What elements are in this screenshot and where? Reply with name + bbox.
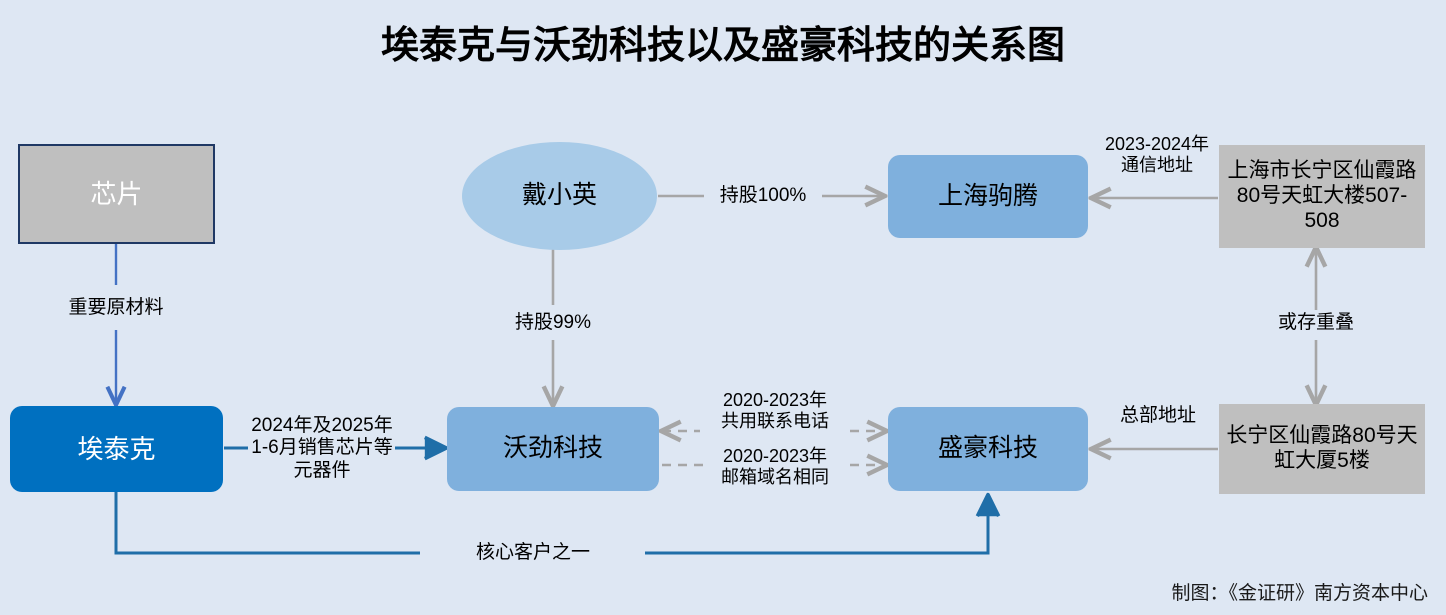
edge-label-wojin-shenghao-email: 2020-2023年 邮箱域名相同 bbox=[721, 446, 829, 488]
edge-label-addresstop-to-juteng: 2023-2024年 通信地址 bbox=[1104, 134, 1210, 176]
node-shanghaijuteng[interactable]: 上海驹腾 bbox=[888, 155, 1088, 238]
edge-label-aitaike-to-wojin: 2024年及2025年 1-6月销售芯片等 元器件 bbox=[251, 415, 393, 481]
node-shenghao-label: 盛豪科技 bbox=[937, 434, 1038, 463]
node-address-bottom-label: 长宁区仙霞路80号天虹大厦5楼 bbox=[1226, 424, 1418, 472]
node-aitaike[interactable]: 埃泰克 bbox=[10, 406, 223, 492]
node-address-bottom[interactable]: 长宁区仙霞路80号天虹大厦5楼 bbox=[1219, 404, 1425, 494]
page-title: 埃泰克与沃劲科技以及盛豪科技的关系图 bbox=[380, 25, 1065, 67]
node-chip[interactable]: 芯片 bbox=[18, 144, 215, 244]
node-address-top[interactable]: 上海市长宁区仙霞路80号天虹大楼507-508 bbox=[1219, 145, 1425, 248]
edge-label-dai-to-wojin: 持股99% bbox=[514, 312, 592, 333]
edge-label-addressbottom-to-shenghao: 总部地址 bbox=[1119, 405, 1196, 426]
edge-label-wojin-shenghao-phone: 2020-2023年 共用联系电话 bbox=[721, 390, 829, 432]
node-shanghaijuteng-label: 上海驹腾 bbox=[937, 181, 1038, 210]
node-aitaike-label: 埃泰克 bbox=[77, 433, 156, 464]
edge-label-address-overlap: 或存重叠 bbox=[1277, 312, 1354, 333]
node-shenghao[interactable]: 盛豪科技 bbox=[888, 407, 1088, 491]
credit-text: 制图：《金证研》南方资本中心 bbox=[1171, 583, 1428, 604]
edge-label-aitaike-to-shenghao: 核心客户之一 bbox=[475, 542, 590, 563]
node-wojin[interactable]: 沃劲科技 bbox=[447, 407, 659, 491]
node-address-top-label: 上海市长宁区仙霞路80号天虹大楼507-508 bbox=[1227, 159, 1417, 232]
node-chip-label: 芯片 bbox=[90, 178, 143, 209]
edge-label-chip-to-aitaike: 重要原材料 bbox=[68, 297, 164, 318]
node-daixiaoying-label: 戴小英 bbox=[521, 181, 597, 210]
edge-label-dai-to-juteng: 持股100% bbox=[719, 185, 807, 206]
node-wojin-label: 沃劲科技 bbox=[502, 434, 603, 463]
node-daixiaoying[interactable]: 戴小英 bbox=[462, 142, 657, 250]
